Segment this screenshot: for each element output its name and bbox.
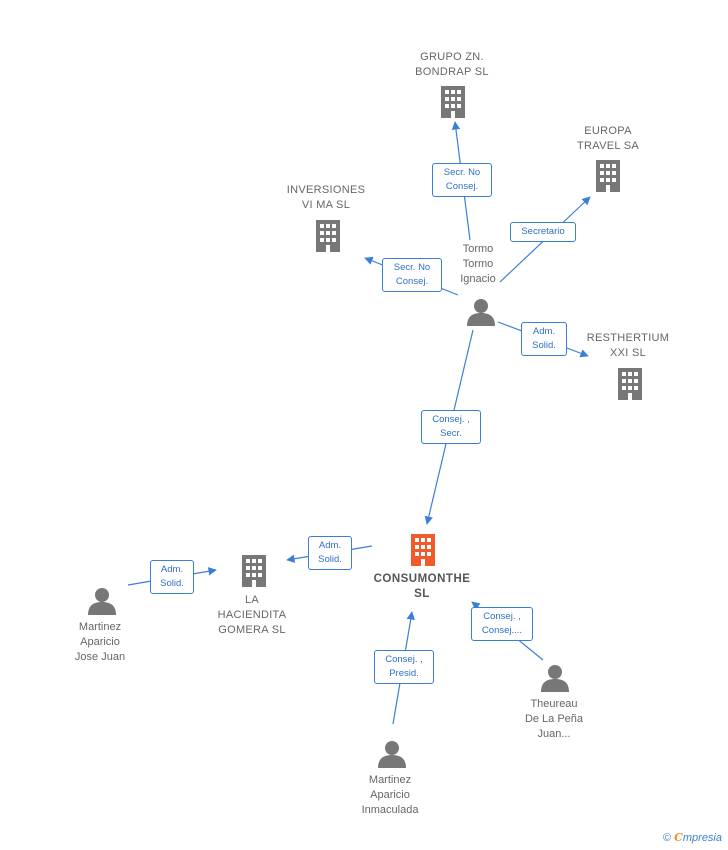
person-icon[interactable] (541, 665, 569, 692)
edge-label-theureau-consumonthe[interactable]: Consej. ,Consej.... (471, 607, 533, 641)
edge-label-tormo-europa[interactable]: Secretario (510, 222, 576, 242)
building-icon[interactable] (242, 555, 266, 587)
brand-name: mpresia (682, 832, 722, 844)
edge-label-tormo-consumonthe[interactable]: Consej. ,Secr. (421, 410, 481, 444)
person-icon[interactable] (467, 299, 495, 326)
edge-label-tormo-resthertium[interactable]: Adm.Solid. (521, 322, 567, 356)
node-label-grupo[interactable]: GRUPO ZN.BONDRAP SL (415, 51, 489, 78)
edge-label-martinez-inma-consumonthe[interactable]: Consej. ,Presid. (374, 650, 434, 684)
building-icon-main[interactable] (411, 534, 435, 566)
brand-footer: © Cmpresia (663, 831, 722, 844)
copyright-symbol: © (662, 832, 672, 844)
building-icon[interactable] (618, 368, 642, 400)
person-icon[interactable] (378, 741, 406, 768)
brand-logo-initial: C (674, 831, 683, 844)
edge-label-consumonthe-hacienda[interactable]: Adm.Solid. (308, 536, 352, 570)
person-icon[interactable] (88, 588, 116, 615)
edge-label-martinez-jose-hacienda[interactable]: Adm.Solid. (150, 560, 194, 594)
building-icon[interactable] (596, 160, 620, 192)
building-icon[interactable] (441, 86, 465, 118)
building-icon[interactable] (316, 220, 340, 252)
